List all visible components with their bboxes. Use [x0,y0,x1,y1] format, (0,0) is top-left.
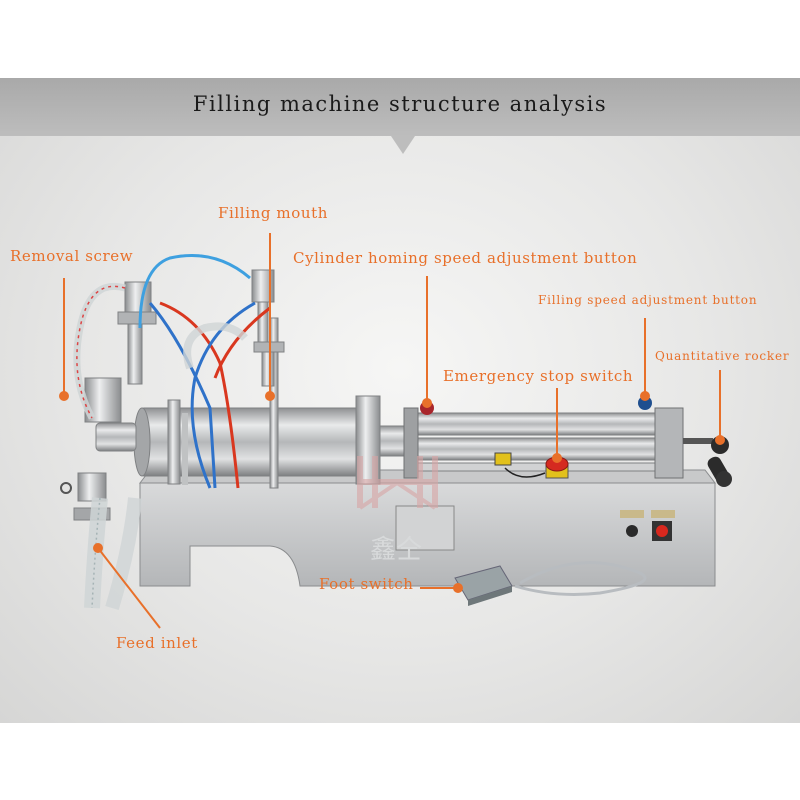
bottom-margin [0,723,800,800]
control-knob [626,525,638,537]
emergency-stop-button [545,456,569,479]
product-photo-stage: Filling machine structure analysis [0,78,800,723]
callout-feed-inlet: Feed inlet [116,634,198,652]
title-notch [391,136,415,154]
callout-cylinder-homing: Cylinder homing speed adjustment button [293,249,638,267]
foot-switch-pedal [454,565,513,606]
callout-removal-screw: Removal screw [10,247,134,265]
callout-foot-switch: Foot switch [319,575,414,593]
pneumatic-cylinder [403,407,684,479]
machine-base [138,469,717,587]
callout-filling-mouth: Filling mouth [218,204,329,222]
callout-emergency-stop: Emergency stop switch [443,367,634,385]
callout-quantitative-rocker: Quantitative rocker [655,349,790,363]
callout-leaders [59,233,725,629]
callout-filling-speed: Filling speed adjustment button [538,293,758,307]
brand-watermark-logo [357,456,438,510]
title-band [0,78,800,136]
page-title: Filling machine structure analysis [192,92,608,116]
power-indicator [656,525,668,537]
nameplate [395,505,455,551]
filling-machine-illustration: 鑫仝 [59,233,732,629]
watermark-brand-text: 鑫仝 [370,535,422,565]
